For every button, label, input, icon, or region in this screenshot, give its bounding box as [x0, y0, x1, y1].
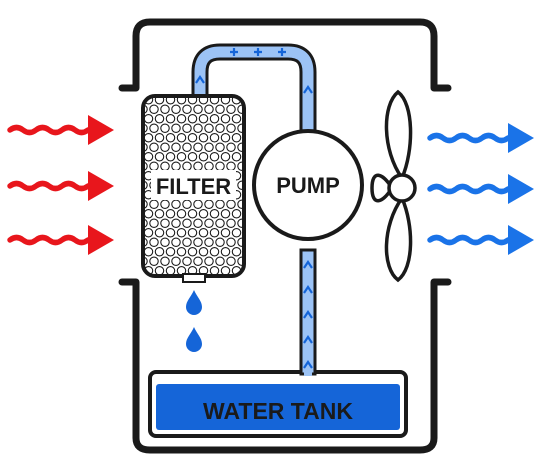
flow-arrow-icon [230, 48, 238, 56]
tank-label: WATER TANK [203, 398, 353, 424]
flow-arrow-icon [195, 75, 205, 84]
flow-arrow-icon [303, 335, 313, 344]
filter: FILTER [141, 94, 246, 283]
filter-label: FILTER [156, 174, 231, 199]
pump-label: PUMP [276, 173, 340, 198]
flow-arrow-icon [303, 260, 313, 269]
flow-arrow-icon [303, 360, 313, 369]
cool-air-arrow-icon [427, 174, 534, 204]
water-drop-icon [186, 290, 202, 315]
flow-arrows [195, 48, 313, 369]
pump: PUMP [252, 129, 364, 241]
fan-icon [370, 89, 417, 283]
flow-arrow-icon [303, 310, 313, 319]
water-drop-icon [186, 327, 202, 352]
hot-air-arrows [7, 115, 114, 255]
flow-arrow-icon [303, 85, 313, 94]
water-drops [186, 290, 202, 352]
flow-arrow-icon [254, 48, 262, 56]
hot-air-arrow-icon [7, 115, 114, 145]
cool-air-arrows [427, 123, 534, 255]
cool-air-arrow-icon [427, 225, 534, 255]
cooler-housing [118, 18, 452, 454]
flow-arrow-icon [303, 285, 313, 294]
water-tank: WATER TANK [148, 370, 408, 438]
flow-arrow-icon [278, 48, 286, 56]
hot-air-arrow-icon [7, 171, 114, 201]
hot-air-arrow-icon [7, 225, 114, 255]
cool-air-arrow-icon [427, 123, 534, 153]
